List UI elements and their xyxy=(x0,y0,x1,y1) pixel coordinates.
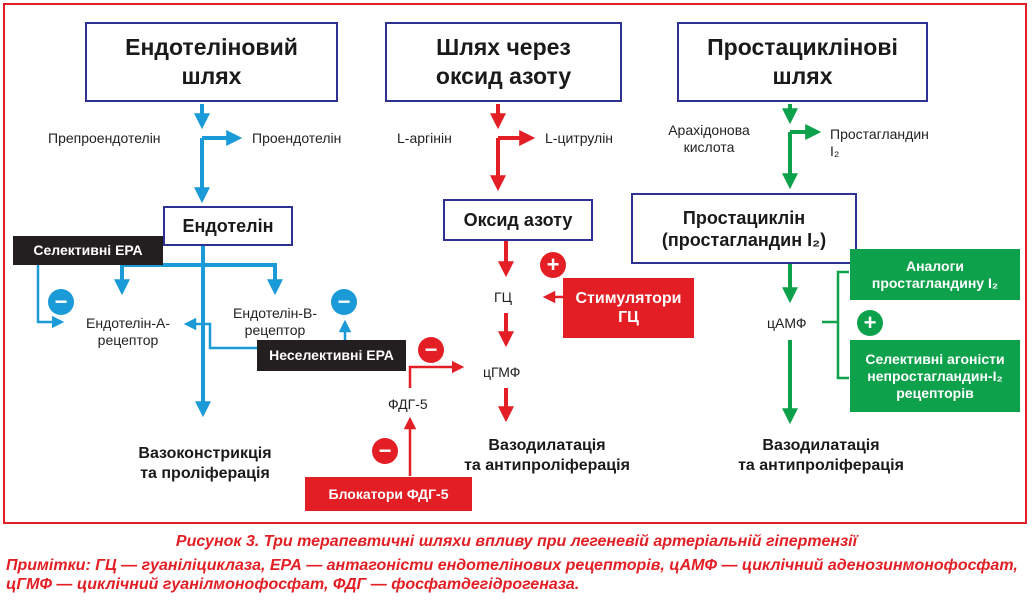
selective-agonists-tag: Селективні агоністи непростагландин-I₂ р… xyxy=(850,340,1020,412)
minus-icon: − xyxy=(331,289,357,315)
minus-icon: − xyxy=(48,289,74,315)
proendothelin-label: Проендотелін xyxy=(252,130,342,146)
pde5-to-cgmp-line xyxy=(408,360,465,388)
cgmp-label: цГМФ xyxy=(483,364,521,380)
vasoconstriction-outcome: Вазоконстрикція та проліферація xyxy=(138,445,272,482)
prostaglandin-i2-label: Простагландин I₂ xyxy=(830,126,929,159)
endothelin-b-receptor-label: Ендотелін-В- рецептор xyxy=(233,305,317,338)
pde5-label: ФДГ-5 xyxy=(388,396,428,412)
plus-icon: + xyxy=(857,310,883,336)
camp-label: цАМФ xyxy=(767,315,807,331)
gc-stimulators-tag: Стимулятори ГЦ xyxy=(563,278,694,338)
endothelin-pathway-header: Ендотеліновий шлях xyxy=(85,22,338,102)
prostacyclin-box: Простациклін (простагландин I₂) xyxy=(631,193,857,264)
plus-icon: + xyxy=(540,252,566,278)
endothelin-box: Ендотелін xyxy=(163,206,293,246)
arrow-to-receptor-b xyxy=(203,263,283,296)
l-citrulline-label: L-цитрулін xyxy=(545,130,614,146)
diagram-frame xyxy=(3,3,1027,524)
prostacyclin-pathway-header: Простациклінові шлях xyxy=(677,22,928,102)
no-vasodilation-outcome: Вазодилатація та антипроліферація xyxy=(464,437,630,474)
minus-icon: − xyxy=(372,438,398,464)
agonist-bracket xyxy=(836,270,849,380)
figure-notes: Примітки: ГЦ — гуаніліциклаза, ЕРА — ант… xyxy=(6,557,1018,593)
selective-era-tag: Селективні ЕРА xyxy=(13,236,163,265)
nitric-oxide-pathway-header: Шлях через оксид азоту xyxy=(385,22,622,102)
figure-caption: Рисунок 3. Три терапевтичні шляхи впливу… xyxy=(175,533,858,550)
nonselective-era-tag: Неселективні ЕРА xyxy=(257,340,406,371)
pde5-blockers-tag: Блокатори ФДГ-5 xyxy=(305,477,472,511)
prostaglandin-analogs-tag: Аналоги простагландину I₂ xyxy=(850,249,1020,300)
preproendothelin-label: Препроендотелін xyxy=(48,130,161,146)
prostacyclin-vasodilation-outcome: Вазодилатація та антипроліферація xyxy=(738,437,904,474)
nitric-oxide-box: Оксид азоту xyxy=(443,199,593,241)
selective-era-inhibit-line xyxy=(36,248,65,329)
nonselective-era-inhibit-a xyxy=(183,317,268,350)
minus-icon: − xyxy=(418,337,444,363)
arrow-to-receptor-a xyxy=(114,246,205,296)
endothelin-a-receptor-label: Ендотелін-А- рецептор xyxy=(86,315,170,348)
arachidonic-acid-label: Арахідонова кислота xyxy=(668,122,750,155)
gc-label: ГЦ xyxy=(494,289,512,305)
l-arginine-label: L-аргінін xyxy=(397,130,452,146)
